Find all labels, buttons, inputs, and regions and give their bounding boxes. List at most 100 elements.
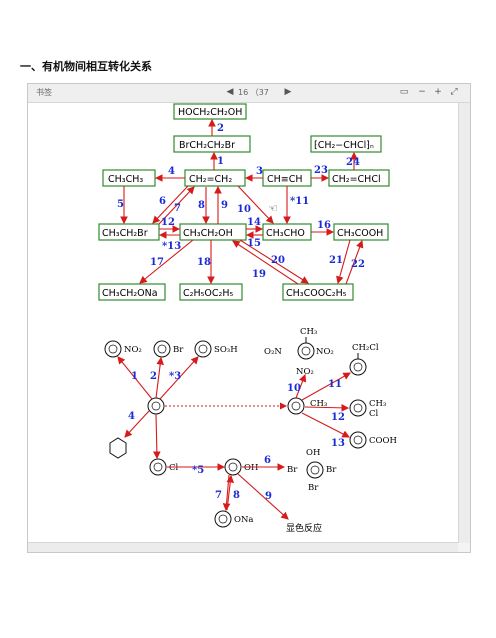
label-chlorotoluene-cl: Cl (369, 409, 379, 419)
step-2: 2 (217, 123, 224, 134)
step-23: 23 (314, 165, 328, 176)
step-m11: 11 (328, 379, 342, 390)
label-tnt-o2n: O₂N (264, 347, 282, 357)
arrow-m12 (304, 403, 350, 412)
label-ethanol: CH₃CH₂OH (183, 228, 233, 239)
next-page-icon[interactable]: ▶ (284, 87, 292, 97)
label-ch3ch3: CH₃CH₃ (108, 174, 143, 185)
label-acetylene: CH≡CH (267, 174, 303, 185)
label-br: Br (173, 345, 184, 355)
step-13: *13 (162, 241, 181, 252)
label-tnt-ch3: CH₃ (300, 327, 317, 337)
vertical-scrollbar[interactable] (458, 103, 470, 543)
step-m8: 8 (233, 490, 240, 501)
step-6: 6 (159, 196, 166, 207)
label-hoch2ch2oh: HOCH₂CH₂OH (178, 107, 242, 118)
label-brch2ch2br: BrCH₂CH₂Br (179, 140, 235, 151)
ring-benzenesulfonic (194, 340, 212, 358)
arrow-m11 (301, 372, 351, 401)
step-4: 4 (168, 166, 175, 177)
hand-cursor-icon: ☜ (268, 202, 278, 215)
step-m9: 9 (265, 491, 272, 502)
step-12: 12 (161, 217, 175, 228)
label-cooh: COOH (369, 436, 397, 446)
label-tnt-no2-right: NO₂ (316, 347, 334, 357)
ring-bromobenzene (153, 340, 171, 358)
step-m10: 10 (287, 383, 301, 394)
zoom-in-icon[interactable]: + (434, 87, 442, 97)
label-polymer: ⁅CH₂−CHCl⁆ₙ (314, 140, 374, 151)
label-ch3ch2ona: CH₃CH₂ONa (102, 288, 158, 299)
step-14: 14 (247, 217, 261, 228)
arrow-m2 (155, 356, 165, 399)
arrow-m1 (117, 356, 153, 400)
ring-sodiumphenoxide (214, 510, 232, 528)
label-oh: OH (244, 463, 258, 473)
label-tribromo-br-left: Br (287, 465, 298, 475)
prev-page-icon[interactable]: ◀ (226, 87, 234, 97)
box-polymer (310, 135, 382, 153)
arrow-m13 (301, 412, 350, 438)
step-5: 5 (117, 199, 124, 210)
ring-benzoicacid (349, 431, 367, 449)
arrow-m-chloro (153, 413, 161, 460)
box-ch3ch2ona (98, 283, 166, 301)
label-chlorotoluene-ch3: CH₃ (369, 399, 386, 409)
horizontal-scrollbar[interactable] (28, 542, 458, 552)
step-10: 10 (237, 204, 251, 215)
step-m5: *5 (192, 465, 204, 476)
arrow-m9 (237, 473, 289, 520)
step-20: 20 (271, 255, 285, 266)
label-tribromo-br-right: Br (326, 465, 337, 475)
ring-tribromophenol (306, 461, 324, 479)
arrow-10 (237, 185, 274, 224)
step-17: 17 (150, 257, 164, 268)
arrow-m3 (159, 356, 199, 400)
ring-chlorobenzene (149, 458, 167, 476)
label-ethylene: CH₂=CH₂ (189, 174, 232, 185)
step-m1: 1 (131, 371, 138, 382)
arrow-m10 (295, 373, 307, 399)
section-heading: 一、有机物间相互转化关系 (20, 60, 152, 73)
page-indicator: 16 （37 (238, 88, 269, 97)
document-viewer: 书签 ◀ 16 （37 ▶ ▭ − + ⤢ HOCH₂CH₂OH BrCH₂CH… (27, 83, 471, 553)
step-3: 3 (256, 166, 263, 177)
step-1: 1 (217, 156, 224, 167)
ring-nitrobenzene (104, 340, 122, 358)
step-m13: 13 (331, 438, 345, 449)
ring-benzene (147, 397, 165, 415)
label-tnt-no2-bottom: NO₂ (296, 367, 314, 377)
step-21: 21 (329, 255, 343, 266)
ring-toluene (287, 397, 305, 415)
step-15: 15 (247, 238, 261, 249)
step-11: *11 (290, 196, 309, 207)
step-m7: 7 (215, 490, 222, 501)
zoom-out-icon[interactable]: − (418, 87, 426, 97)
label-ch3cooh: CH₃COOH (337, 228, 383, 239)
step-m2: 2 (150, 371, 157, 382)
label-ch3cho: CH₃CHO (266, 228, 305, 239)
label-toluene-ch3: CH₃ (310, 399, 327, 409)
arrow-7 (158, 186, 195, 225)
fit-width-icon[interactable]: ▭ (399, 87, 409, 97)
bookmark-tab[interactable]: 书签 (36, 88, 52, 97)
arrow-19 (232, 240, 299, 285)
step-7: 7 (174, 203, 181, 214)
label-color-reaction: 显色反应 (286, 522, 322, 534)
viewer-toolbar: 书签 ◀ 16 （37 ▶ ▭ − + ⤢ (28, 84, 470, 103)
label-no2: NO₂ (124, 345, 142, 355)
ring-cyclohexane (109, 437, 127, 459)
label-so3h: SO₃H (214, 345, 238, 355)
ring-benzylchloride (349, 358, 367, 376)
step-24: 24 (346, 157, 360, 168)
step-m3: *3 (169, 371, 181, 382)
label-cl: Cl (169, 463, 179, 473)
label-tribromo-oh: OH (306, 448, 320, 458)
fullscreen-icon[interactable]: ⤢ (450, 87, 458, 97)
step-m6: 6 (264, 455, 271, 466)
arrow-m4 (124, 410, 150, 438)
step-9: 9 (221, 200, 228, 211)
step-m12: 12 (331, 412, 345, 423)
label-ether: C₂H₅OC₂H₅ (183, 288, 233, 299)
label-ch2cl: CH₂Cl (352, 343, 379, 353)
